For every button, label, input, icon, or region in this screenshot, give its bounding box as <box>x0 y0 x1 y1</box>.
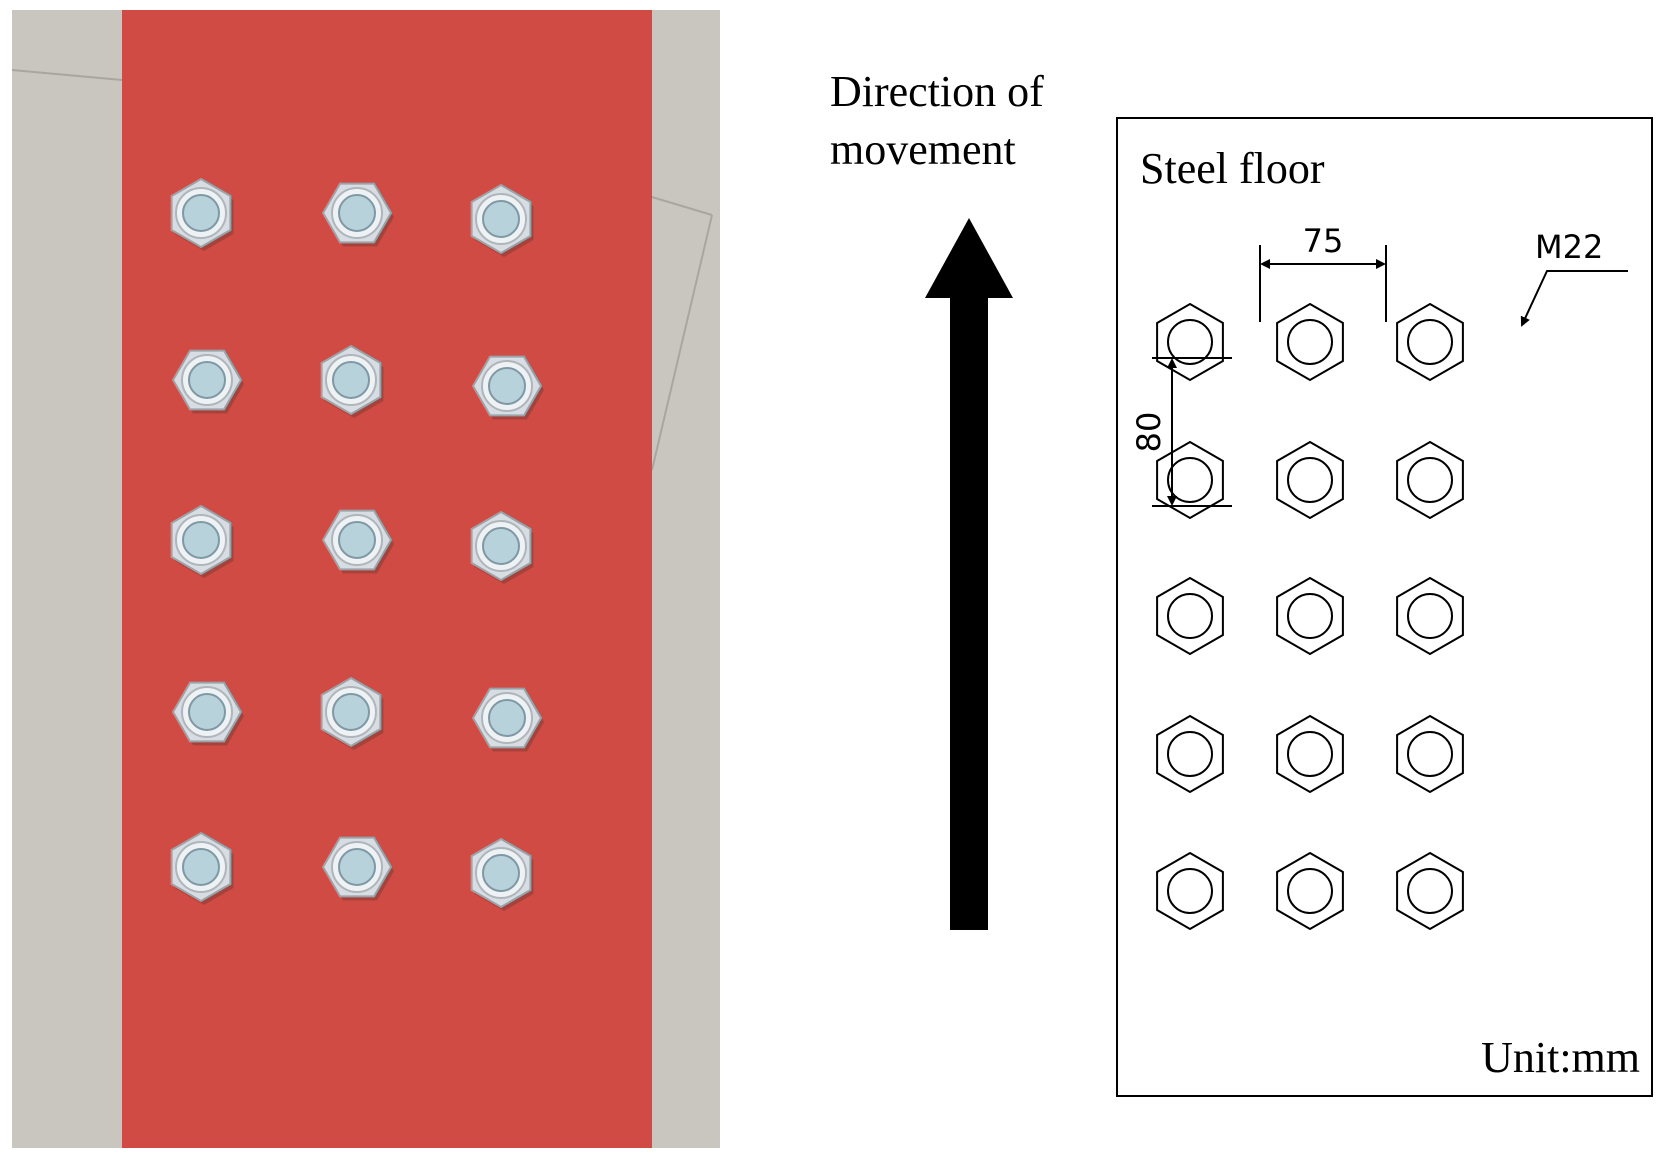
nut-symbol <box>1396 576 1464 656</box>
diagram-nut-grid <box>1156 302 1464 931</box>
unit-label: Unit:mm <box>1481 1033 1640 1082</box>
photo-nut <box>171 349 244 414</box>
photo-nut <box>170 504 234 578</box>
horizontal-spacing-dimension: 75 <box>1259 222 1387 322</box>
nut-hexagon <box>1276 851 1344 931</box>
photo-nut-grid <box>170 177 544 911</box>
nut-bore <box>1167 868 1213 914</box>
photo-nut <box>320 344 384 418</box>
steel-floor-photo <box>11 10 720 1148</box>
arrow-shaft <box>950 298 988 930</box>
nut-hexagon <box>1156 851 1224 931</box>
nut-bore <box>1167 593 1213 639</box>
nut-thread-hole <box>338 848 376 886</box>
nut-symbol <box>1276 576 1344 656</box>
direction-label-line1: Direction of <box>830 67 1044 116</box>
nut-hexagon <box>1156 440 1224 520</box>
nut-thread-hole <box>182 194 220 232</box>
nut-symbol <box>1396 714 1464 794</box>
nut-thread-hole <box>488 699 526 737</box>
nut-thread-hole <box>188 361 226 399</box>
photo-nut <box>171 681 244 746</box>
nut-hexagon <box>1276 714 1344 794</box>
nut-hexagon <box>1156 302 1224 382</box>
photo-nut <box>471 355 544 420</box>
nut-thread-hole <box>332 693 370 731</box>
nut-thread-hole <box>482 200 520 238</box>
photo-nut <box>321 182 394 247</box>
nut-hexagon <box>1276 576 1344 656</box>
nut-symbol <box>1276 302 1344 382</box>
nut-size-callout: M22 <box>1520 228 1628 327</box>
floor-tile-seam <box>11 69 123 81</box>
nut-bore <box>1167 457 1213 503</box>
photo-nut <box>321 836 394 901</box>
nut-bore <box>1287 457 1333 503</box>
nut-symbol <box>1276 440 1344 520</box>
nut-symbol <box>1276 851 1344 931</box>
nut-thread-hole <box>482 854 520 892</box>
photo-nut <box>470 837 534 911</box>
nut-bore <box>1167 731 1213 777</box>
nut-thread-hole <box>482 527 520 565</box>
horizontal-spacing-label: 75 <box>1303 222 1344 260</box>
nut-thread-hole <box>182 848 220 886</box>
nut-hexagon <box>1156 714 1224 794</box>
nut-bore <box>1407 868 1453 914</box>
vertical-spacing-dimension: 80 <box>1130 357 1232 507</box>
photo-canvas <box>11 10 720 1148</box>
direction-label-line2: movement <box>830 125 1016 174</box>
nut-symbol <box>1396 440 1464 520</box>
nut-symbol <box>1396 851 1464 931</box>
floor-tile-seam <box>651 214 713 471</box>
nut-bore <box>1287 593 1333 639</box>
nut-symbol <box>1156 576 1224 656</box>
nut-hexagon <box>1156 576 1224 656</box>
photo-nut <box>321 509 394 574</box>
steel-floor-box <box>1116 117 1653 1097</box>
nut-symbol <box>1396 302 1464 382</box>
layout-diagram: Direction of movement Steel floor 75 80 … <box>760 0 1662 1153</box>
photo-nut <box>170 831 234 905</box>
nut-symbol <box>1156 302 1224 382</box>
nut-bore <box>1287 319 1333 365</box>
nut-size-label: M22 <box>1535 228 1603 266</box>
photo-nut <box>470 510 534 584</box>
nut-symbol <box>1276 714 1344 794</box>
photo-nut <box>170 177 234 251</box>
direction-arrow <box>925 218 1013 930</box>
nut-bore <box>1407 593 1453 639</box>
nut-symbol <box>1156 714 1224 794</box>
vertical-spacing-label: 80 <box>1130 412 1168 453</box>
leader-line <box>1520 270 1628 327</box>
nut-symbol <box>1156 440 1224 520</box>
arrow-head <box>925 218 1013 298</box>
nut-bore <box>1407 457 1453 503</box>
diagram-canvas: Direction of movement Steel floor 75 80 … <box>830 67 1653 1097</box>
nut-hexagon <box>1276 302 1344 382</box>
nut-thread-hole <box>188 693 226 731</box>
nut-thread-hole <box>338 194 376 232</box>
nut-hexagon <box>1276 440 1344 520</box>
nut-bore <box>1407 319 1453 365</box>
nut-thread-hole <box>338 521 376 559</box>
nut-hexagon <box>1396 714 1464 794</box>
nut-thread-hole <box>182 521 220 559</box>
nut-thread-hole <box>332 361 370 399</box>
nut-hexagon <box>1396 302 1464 382</box>
steel-floor-label: Steel floor <box>1140 144 1325 193</box>
nut-bore <box>1287 731 1333 777</box>
nut-hexagon <box>1396 440 1464 520</box>
nut-bore <box>1407 731 1453 777</box>
photo-nut <box>320 676 384 750</box>
nut-symbol <box>1156 851 1224 931</box>
photo-nut <box>471 687 544 752</box>
nut-bore <box>1287 868 1333 914</box>
nut-hexagon <box>1396 851 1464 931</box>
nut-thread-hole <box>488 367 526 405</box>
nut-hexagon <box>1396 576 1464 656</box>
nut-bore <box>1167 319 1213 365</box>
photo-nut <box>470 183 534 257</box>
